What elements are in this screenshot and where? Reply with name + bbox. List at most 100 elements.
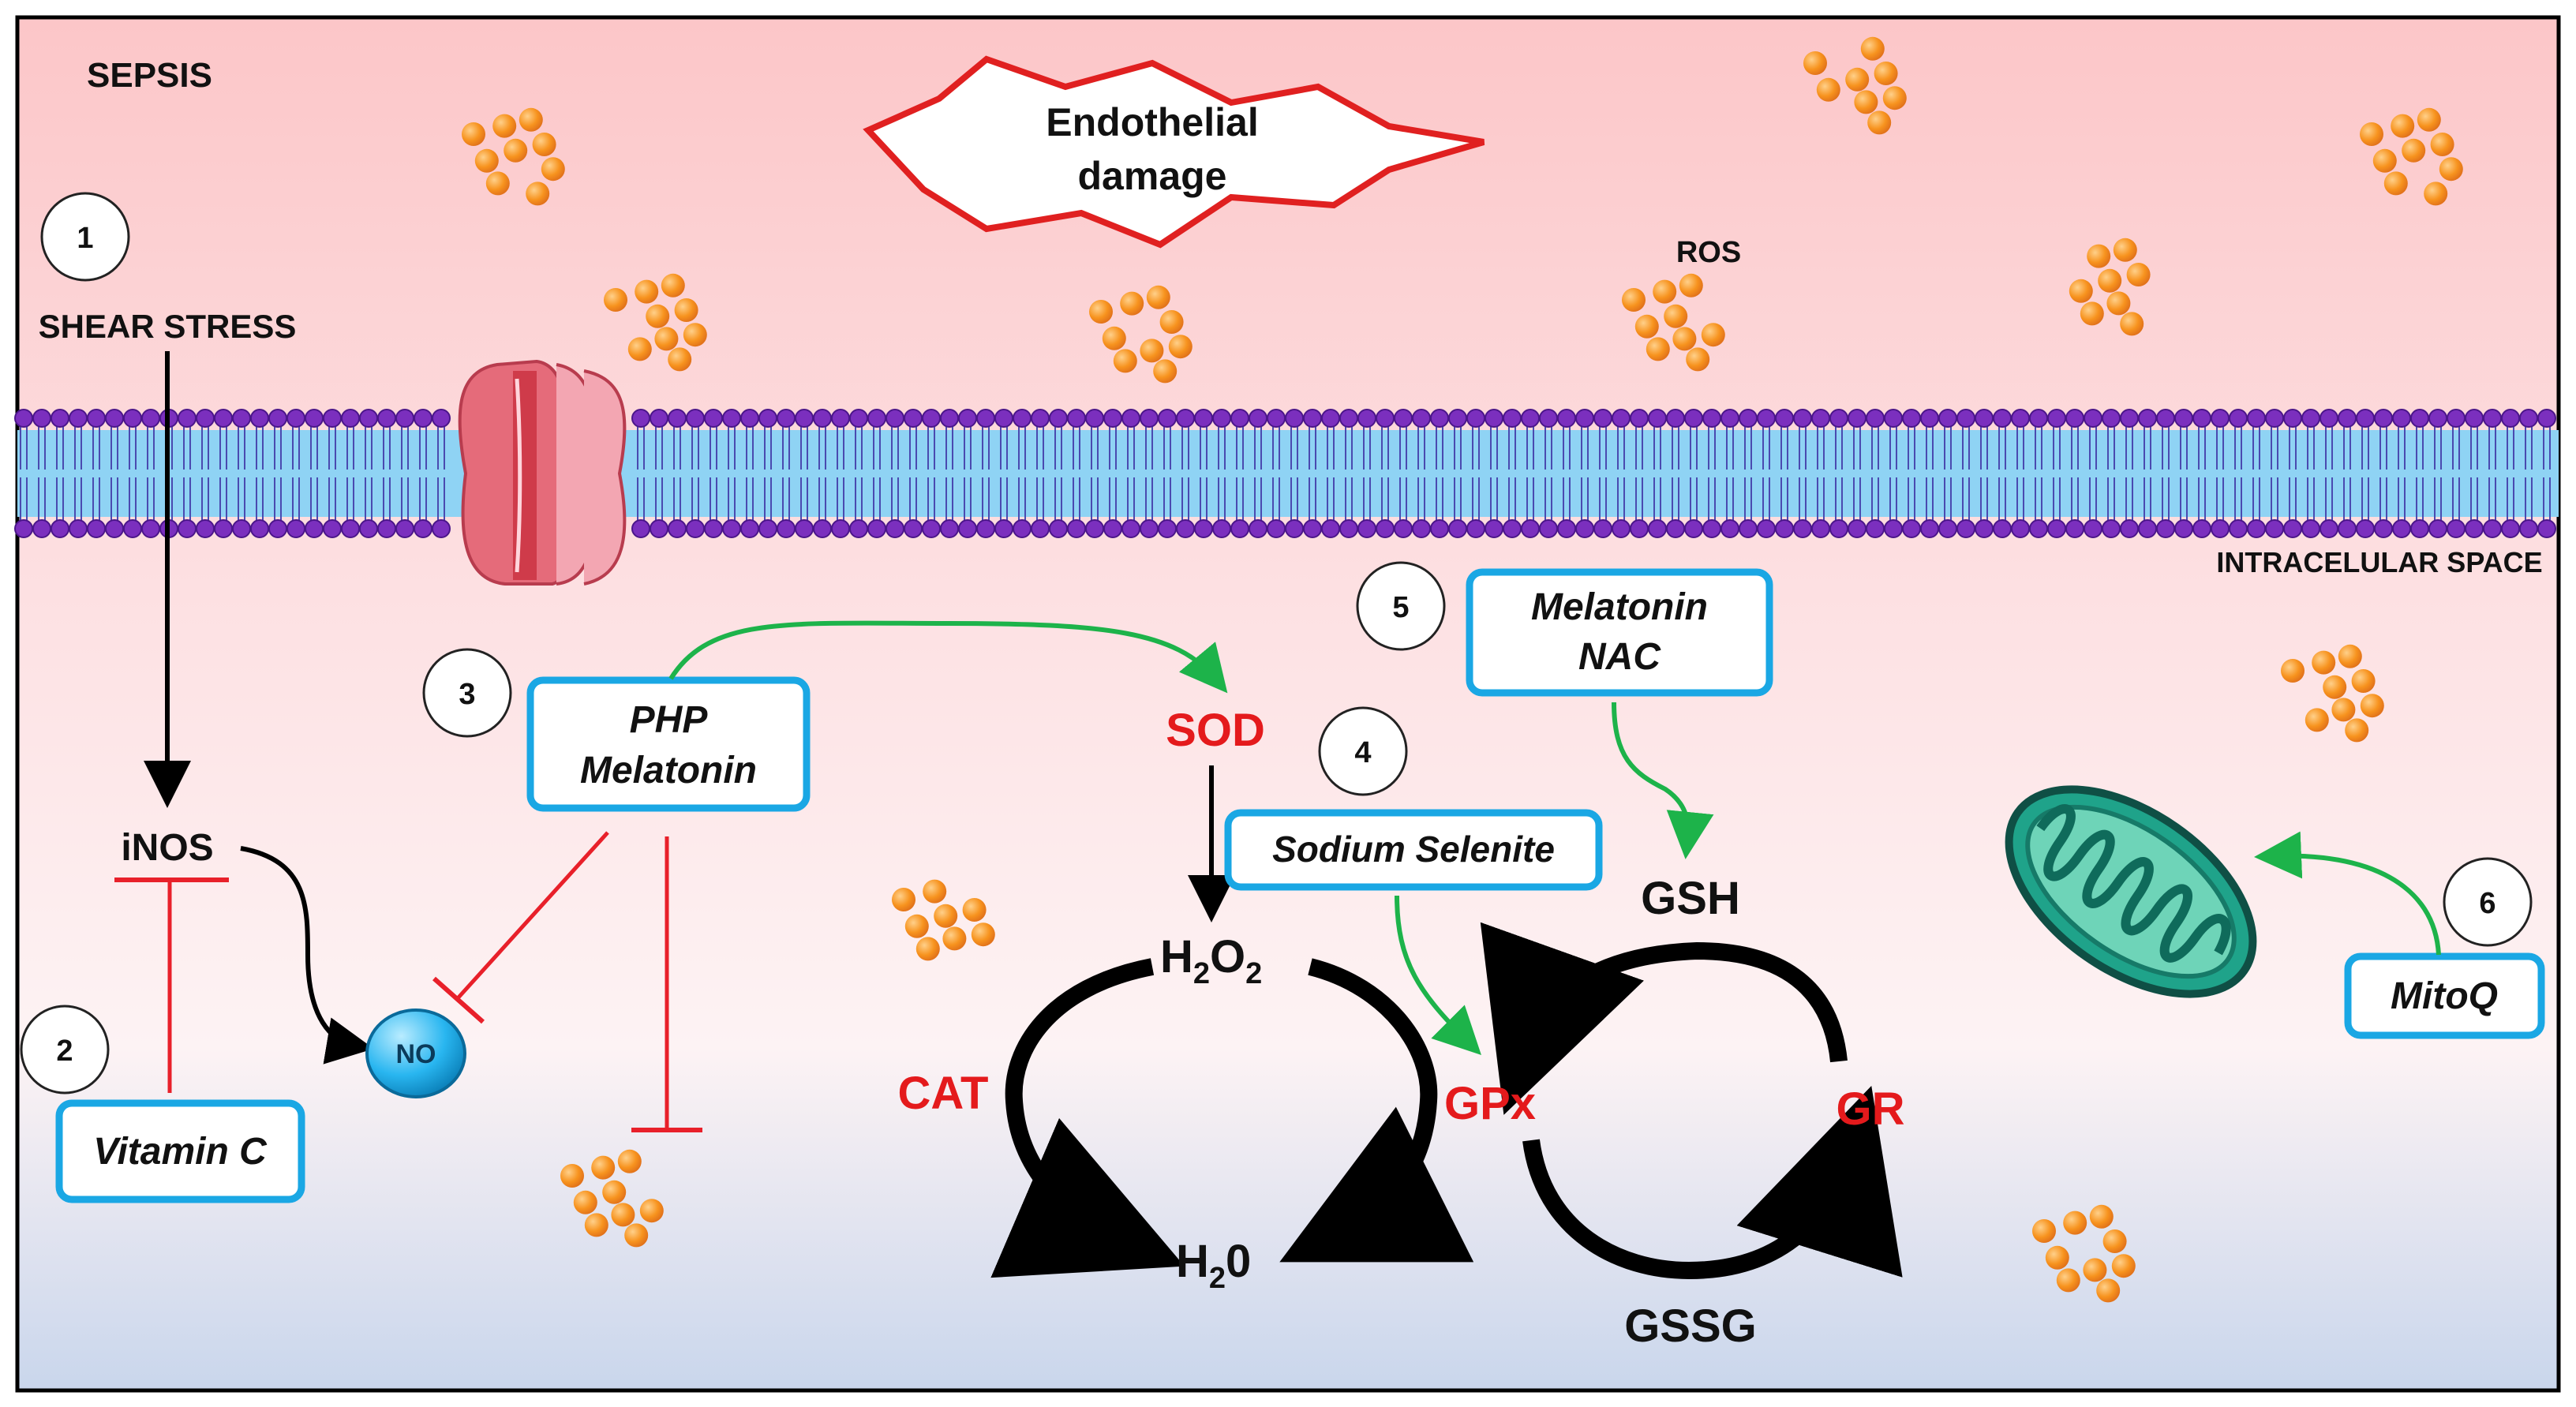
cat-cycle-right-arrow [1279,958,1474,1263]
ros-particle [504,138,528,163]
ros-particle [1120,291,1144,316]
step-circle-4: 4 [1318,706,1408,796]
membrane-channel-protein [458,359,627,586]
gpx-label: GPx [1444,1078,1536,1129]
ros-cluster [2069,238,2151,336]
mel-nac-line1: Melatonin [1531,586,1708,628]
ros-particle [1102,326,1126,350]
ros-particle [1803,51,1827,75]
ros-particle [2089,1204,2114,1229]
ros-cluster [892,879,995,961]
ros-cluster [1089,285,1193,384]
ros-particle [668,347,692,372]
ros-particle [962,898,987,922]
ros-particle [2083,1258,2107,1282]
ros-cluster [1803,36,1907,135]
ros-particle [2424,181,2448,206]
vitamin-c-box: Vitamin C [55,1099,305,1203]
nitric-oxide-molecule: NO [365,1008,466,1098]
ros-particle [1686,347,1710,372]
ros-particle [560,1164,584,1188]
ros-particle [1653,279,1677,304]
ros-particle [2430,133,2454,156]
ros-particle [627,337,652,361]
ros-cluster [2360,107,2463,206]
sepsis-label: SEPSIS [87,56,212,95]
mitoq-to-mito-arrow [2254,831,2441,956]
ros-particle [2098,268,2122,293]
vitamin-c-label: Vitamin C [93,1131,268,1173]
gpx-to-gr-arrow [1522,1086,1903,1280]
ros-particle [519,107,543,132]
ros-particle [1089,300,1113,324]
ros-particle [2402,138,2426,163]
ros-particle [904,914,929,938]
ros-particle [2126,263,2151,286]
ros-particle [1672,327,1697,351]
sodium-selenite-box: Sodium Selenite [1224,809,1603,891]
php-label: PHP [630,699,709,741]
mitochondrion [2005,785,2257,998]
endothelial-damage-burst: Endothelial damage [863,55,1485,249]
no-label: NO [396,1039,436,1069]
gsh-label: GSH [1641,873,1740,924]
ros-cluster [1622,273,1725,372]
ros-particle [2331,698,2356,722]
ros-cluster [604,273,707,372]
ros-particle [2111,1254,2136,1278]
php-melatonin-box: PHP Melatonin [526,676,811,812]
step-circle-6: 6 [2443,857,2533,947]
ros-particle [1146,285,1170,309]
ros-cluster [2032,1204,2136,1303]
ros-particle [2360,694,2384,718]
ros-particle [915,937,940,961]
ros-particle [602,1180,627,1204]
ros-particle [2106,291,2131,316]
ros-particle [2305,708,2329,732]
ros-particle [1701,323,1725,347]
cat-label: CAT [898,1068,989,1119]
ros-particle [2032,1219,2056,1243]
gssg-label: GSSG [1624,1300,1757,1352]
ros-particle [1816,77,1840,102]
ros-particle [934,904,958,928]
ros-particle [541,157,565,181]
damage-text-line1: Endothelial [1046,100,1258,144]
ros-particle [1646,337,1670,361]
step-circle-5: 5 [1356,561,1446,651]
ros-particle [1679,273,1703,297]
ros-particle [2281,659,2305,683]
ros-particle [2312,650,2336,675]
php-melatonin-label: Melatonin [580,750,757,791]
ros-particle [971,922,995,947]
inos-to-no-arrow [240,846,374,1065]
ros-particle [1140,339,1164,363]
ros-particles [462,36,2463,1303]
ros-particle [1874,62,1898,85]
cell-membrane [14,409,2559,538]
ros-particle [2045,1245,2069,1270]
ros-particle [2439,157,2463,181]
php-to-sod-arrow [668,620,1228,694]
h2o2-label: H2O2 [1160,931,1262,990]
ros-particle [2056,1268,2080,1293]
ros-particle [1860,36,1885,61]
ros-particle [2102,1229,2127,1253]
step-circle-3: 3 [422,648,512,738]
mel-nac-line2: NAC [1578,636,1661,678]
ros-particle [1622,288,1646,312]
ros-particle [674,298,698,322]
step-number-1: 1 [77,222,93,255]
ros-particle [2323,675,2347,699]
intracellular-space-label: INTRACELULAR SPACE [2216,546,2542,578]
svg-text:H20: H20 [1176,1236,1251,1295]
ros-particle [654,327,679,351]
ros-particle [591,1155,616,1180]
ros-particle [492,114,517,138]
ros-particle [2360,122,2383,146]
ros-particle [661,273,685,297]
inos-label: iNOS [121,827,213,869]
ros-particle [1113,349,1137,373]
sod-label: SOD [1166,705,1265,756]
svg-text:H2O2: H2O2 [1160,931,1262,990]
